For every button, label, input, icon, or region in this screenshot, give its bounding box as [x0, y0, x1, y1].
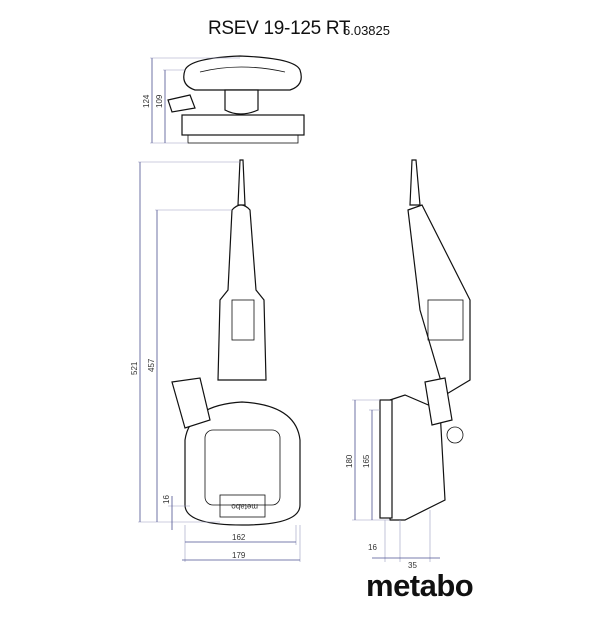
side-view: 180 165 16 35	[345, 159, 471, 570]
metabo-logo: metabo	[366, 568, 474, 603]
dim-521: 521	[130, 361, 139, 375]
model-title: RSEV 19-125 RT	[208, 18, 351, 39]
dim-109: 109	[155, 94, 164, 108]
front-view: metabo 521 457 16 162 179	[130, 159, 301, 562]
dim-457: 457	[147, 358, 156, 372]
guard-brand-label: metabo	[231, 502, 258, 511]
article-number: 6.03825	[343, 23, 390, 38]
dim-162: 162	[232, 533, 246, 542]
dim-180: 180	[345, 454, 354, 468]
dim-35: 35	[408, 561, 417, 570]
dim-16-front: 16	[162, 495, 171, 504]
top-view: 124 109	[142, 55, 305, 144]
dim-16-side: 16	[368, 543, 377, 552]
dim-124: 124	[142, 94, 151, 108]
dim-165: 165	[362, 454, 371, 468]
dim-179: 179	[232, 551, 246, 560]
